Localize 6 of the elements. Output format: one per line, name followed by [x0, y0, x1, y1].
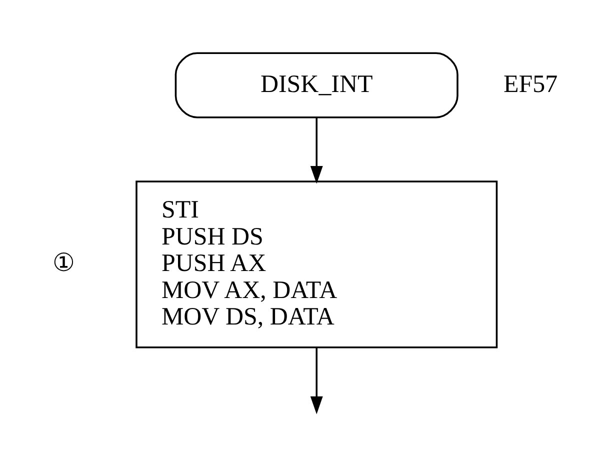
node-box: DISK_INT — [174, 52, 458, 118]
node-label: EF57 — [504, 70, 558, 98]
node-box: STI PUSH DS PUSH AX MOV AX, DATA MOV DS, DATA — [136, 180, 498, 348]
arrow — [310, 117, 323, 184]
node-label: ① — [52, 250, 74, 277]
arrow — [310, 346, 323, 414]
